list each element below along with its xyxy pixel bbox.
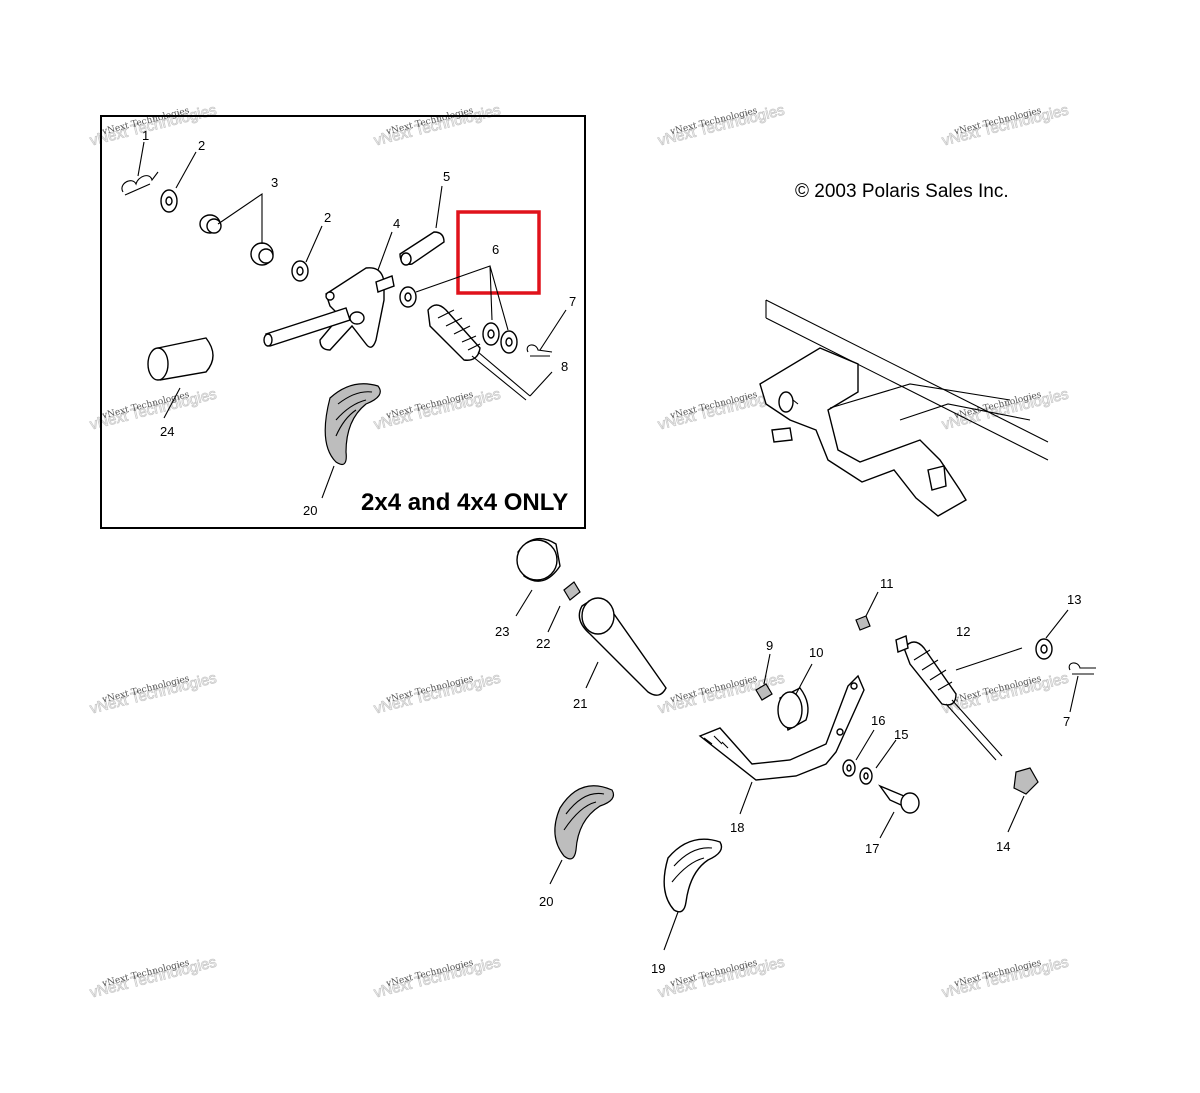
part-22-set-screw — [563, 581, 581, 601]
callout-23: 23 — [495, 624, 509, 639]
callout-14: 14 — [996, 839, 1010, 854]
inset-note: 2x4 and 4x4 ONLY — [361, 489, 568, 516]
callout-18: 18 — [730, 820, 744, 835]
callout-24: 24 — [160, 424, 174, 439]
leader-lines — [137, 141, 1079, 951]
part-5-spring — [399, 231, 445, 266]
callout-6: 6 — [492, 242, 499, 257]
part-20-foot-pad-inset — [324, 383, 381, 465]
part-14-clip — [1013, 767, 1039, 795]
part-4-shift-lever — [263, 267, 395, 351]
callout-20: 20 — [539, 894, 553, 909]
part-11-nut — [855, 615, 871, 631]
part-12-cable — [895, 635, 1023, 761]
callout-9: 9 — [766, 638, 773, 653]
part-19-foot-pad — [663, 838, 723, 913]
copyright-text: © 2003 Polaris Sales Inc. — [795, 181, 1009, 202]
callout-4: 4 — [393, 216, 400, 231]
callout-3: 3 — [271, 175, 278, 190]
callout-5: 5 — [443, 169, 450, 184]
part-17-pivot-bolt — [878, 784, 920, 814]
part-1-hair-pin-clip — [121, 171, 159, 196]
callout-16: 16 — [871, 713, 885, 728]
part-7-cotter-pin-main — [1068, 662, 1096, 675]
part-21-shift-handle — [578, 597, 667, 696]
part-15-washer — [859, 767, 873, 785]
part-13-washer — [1035, 638, 1053, 660]
callout-7: 7 — [569, 294, 576, 309]
part-23-knob — [516, 537, 561, 582]
callout-17: 17 — [865, 841, 879, 856]
callout-labels: 1 2 3 2 4 5 6 7 8 24 20 23 22 21 11 9 10… — [142, 128, 1081, 976]
callout-2: 2 — [324, 210, 331, 225]
part-8-shift-cable — [427, 304, 531, 401]
callout-19: 19 — [651, 961, 665, 976]
callout-1: 1 — [142, 128, 149, 143]
callout-2: 2 — [198, 138, 205, 153]
callout-7: 7 — [1063, 714, 1070, 729]
part-3-bushing-a — [199, 214, 222, 234]
callout-10: 10 — [809, 645, 823, 660]
part-2-washer-top — [160, 189, 178, 213]
part-2-washer-mid — [291, 260, 309, 282]
part-16-washer — [842, 759, 856, 777]
highlight-box — [456, 210, 541, 295]
callout-21: 21 — [573, 696, 587, 711]
callout-20: 20 — [303, 503, 317, 518]
inset-box — [100, 115, 586, 529]
part-10-spacer — [777, 687, 809, 732]
callout-11: 11 — [880, 576, 894, 591]
part-7-cotter-pin — [526, 344, 553, 357]
callout-22: 22 — [536, 636, 550, 651]
callout-13: 13 — [1067, 592, 1081, 607]
part-6-washers — [399, 286, 518, 354]
part-20-foot-pad — [554, 785, 615, 860]
callout-8: 8 — [561, 359, 568, 374]
part-3-bushing-b — [250, 242, 274, 266]
part-9-nut — [755, 683, 773, 701]
frame-bracket — [759, 299, 1049, 517]
callout-12: 12 — [956, 624, 970, 639]
part-18-shift-arm — [698, 674, 865, 781]
callout-15: 15 — [894, 727, 908, 742]
part-24-knob-cap — [147, 337, 214, 381]
